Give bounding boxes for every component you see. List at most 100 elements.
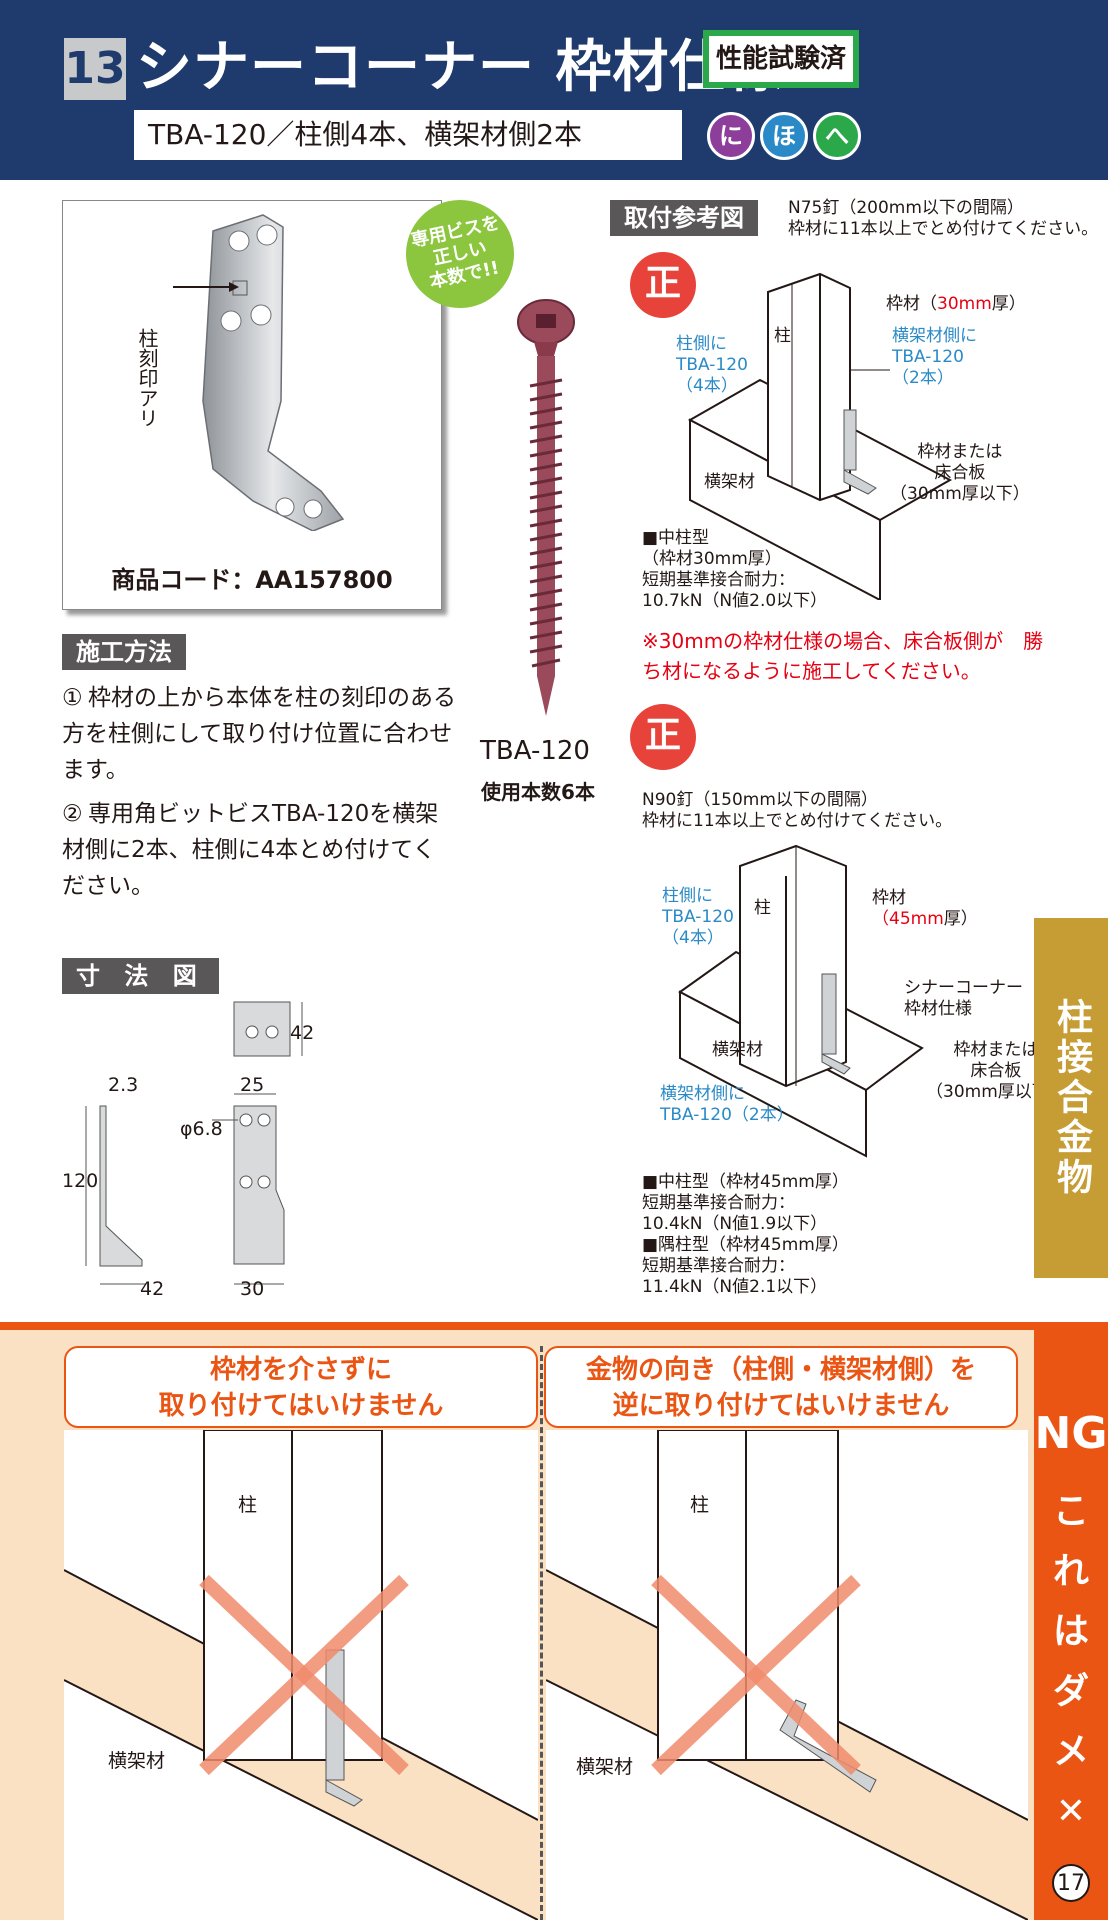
ng-char: メ	[1052, 1731, 1089, 1772]
ng-char: こ	[1052, 1491, 1089, 1532]
note-line: 10.4kN（N値1.9以下）	[642, 1214, 828, 1234]
correct-mark: 正	[630, 252, 696, 318]
floor-note: 枠材または 床合板 （30mm厚以下）	[890, 442, 1030, 505]
dim-label: 25	[240, 1074, 265, 1096]
note-line: TBA-120	[676, 355, 748, 375]
beam-label: 横架材	[108, 1750, 166, 1772]
pillar-label: 柱	[754, 898, 771, 918]
install-ref-heading: 取付参考図	[610, 200, 758, 236]
ng-tab: NG こ れ は ダ メ ✕ 17	[1034, 1322, 1108, 1920]
note-line: 床合板	[970, 1061, 1022, 1081]
beam-side-note: 横架材側に TBA-120（2本）	[660, 1084, 794, 1126]
note-line: シナーコーナー	[904, 978, 1023, 998]
grade-ho-badge: ほ	[760, 112, 808, 160]
note-line: 短期基準接合耐力：	[642, 1193, 795, 1213]
dim-label: 42	[290, 1022, 315, 1044]
note-line: 枠材仕様	[904, 999, 972, 1019]
dimension-drawing	[85, 1001, 303, 1285]
note-line: （4本）	[662, 928, 724, 948]
ng-char: ダ	[1052, 1671, 1089, 1712]
frame-label: 枠材（30mm厚）	[886, 294, 1026, 315]
product-note: シナーコーナー 枠材仕様	[904, 978, 1023, 1020]
procedure-heading: 施工方法	[62, 634, 186, 670]
dim-label: 120	[62, 1170, 99, 1192]
frame-thickness: 30mm	[937, 294, 992, 314]
note-line: 柱側に	[662, 886, 713, 906]
dimensions-heading: 寸 法 図	[62, 958, 219, 994]
section-number: 13	[64, 38, 126, 100]
note-line: 短期基準接合耐力：	[642, 1256, 795, 1276]
ng-box-line: 枠材を介さずに	[209, 1355, 392, 1385]
grade-he-badge: へ	[813, 112, 861, 160]
product-code: 商品コード：AA157800	[111, 566, 393, 594]
nail-note: 枠材に11本以上でとめ付けてください。	[788, 219, 1099, 239]
spec-note-1: ■中柱型 （枠材30mm厚） 短期基準接合耐力： 10.7kN（N値2.0以下）	[642, 528, 827, 612]
note-line: ■中柱型（枠材45mm厚）	[642, 1172, 849, 1192]
pillar-label: 柱	[238, 1494, 258, 1516]
note-line: ■中柱型	[642, 528, 710, 548]
warning-note: ※30mmの枠材仕様の場合、床合板側が 勝ち材になるように施工してください。	[642, 629, 1044, 683]
stamp-label: 柱刻印アリ	[135, 328, 159, 428]
note-line: （30mm厚以下）	[926, 1082, 1066, 1102]
step-number: ①	[62, 685, 83, 711]
floor-note: 枠材または 床合板 （30mm厚以下）	[926, 1040, 1066, 1103]
note-line: 横架材側に	[660, 1084, 745, 1104]
install-diagram-2	[678, 844, 924, 1158]
nail-note: 枠材に11本以上でとめ付けてください。	[642, 811, 953, 831]
note-line: 横架材側に	[892, 326, 977, 346]
ng-panel-2	[545, 1429, 1029, 1920]
dim-label: 2.3	[108, 1074, 139, 1096]
beam-label: 横架材	[576, 1756, 634, 1778]
correct-mark: 正	[630, 704, 696, 770]
frame-label: 枠材 （45mm厚）	[872, 888, 978, 930]
page-title: シナーコーナー 枠材仕様	[136, 35, 784, 100]
note-line: （2本）	[892, 368, 954, 388]
note-line: 短期基準接合耐力：	[642, 570, 795, 590]
ng-label: NG	[1034, 1408, 1108, 1459]
note-line: 11.4kN（N値2.1以下）	[642, 1277, 828, 1297]
frame-text: 枠材	[872, 888, 906, 908]
ng-divider	[540, 1346, 543, 1920]
note-line: （4本）	[676, 376, 738, 396]
note-line: TBA-120（2本）	[660, 1105, 794, 1125]
note-line: 10.7kN（N値2.0以下）	[642, 591, 828, 611]
page-number: 17	[1052, 1864, 1090, 1902]
dim-label: 42	[140, 1278, 165, 1300]
ng-vertical-text: こ れ は ダ メ ✕	[1034, 1482, 1108, 1842]
note-line: （30mm厚以下）	[890, 484, 1030, 504]
column-side-note: 柱側に TBA-120 （4本）	[676, 334, 748, 397]
note-line: TBA-120	[892, 347, 964, 367]
note-line: TBA-120	[662, 907, 734, 927]
note-line: 枠材または	[953, 1040, 1039, 1060]
pillar-label: 柱	[690, 1494, 710, 1516]
beam-label: 横架材	[712, 1040, 763, 1060]
note-line: 柱側に	[676, 334, 727, 354]
page-subtitle: TBA-120／柱側4本、横架材側2本	[134, 110, 682, 160]
beam-label: 横架材	[704, 472, 755, 492]
screw-name: TBA-120	[480, 736, 590, 766]
screw-image	[517, 299, 575, 716]
note-line: 床合板	[934, 463, 986, 483]
frame-thickness: （45mm	[872, 909, 944, 929]
screw-count: 使用本数6本	[481, 780, 595, 804]
step-text: 枠材の上から本体を柱の刻印のある方を柱側にして取り付け位置に合わせます。	[62, 685, 456, 783]
install-diagram-1	[687, 272, 953, 600]
category-tab: 柱接合金物	[1034, 918, 1108, 1278]
page-header: 13 シナーコーナー 枠材仕様 性能試験済 TBA-120／柱側4本、横架材側2…	[0, 0, 1108, 180]
performance-tested-badge: 性能試験済	[703, 30, 859, 88]
ng-char: れ	[1052, 1551, 1089, 1592]
ng-box-line: 取り付けてはいけません	[158, 1391, 444, 1421]
ng-box-line: 逆に取り付けてはいけません	[612, 1391, 950, 1421]
ng-diagram-1	[63, 1429, 539, 1920]
note-line: 枠材または	[917, 442, 1003, 462]
beam-side-note: 横架材側に TBA-120 （2本）	[892, 326, 977, 389]
dim-label: 30	[240, 1278, 265, 1300]
ng-char: は	[1052, 1611, 1089, 1652]
ng-box-1: 枠材を介さずに 取り付けてはいけません	[64, 1346, 538, 1428]
ng-box-2: 金物の向き（柱側・横架材側）を 逆に取り付けてはいけません	[544, 1346, 1018, 1428]
note-line: ■隅柱型（枠材45mm厚）	[642, 1235, 849, 1255]
bracket-product-image	[173, 214, 345, 531]
step-text: 専用角ビットビスTBA-120を横架材側に2本、柱側に4本とめ付けてください。	[62, 801, 439, 899]
ng-panel-1	[63, 1429, 539, 1920]
